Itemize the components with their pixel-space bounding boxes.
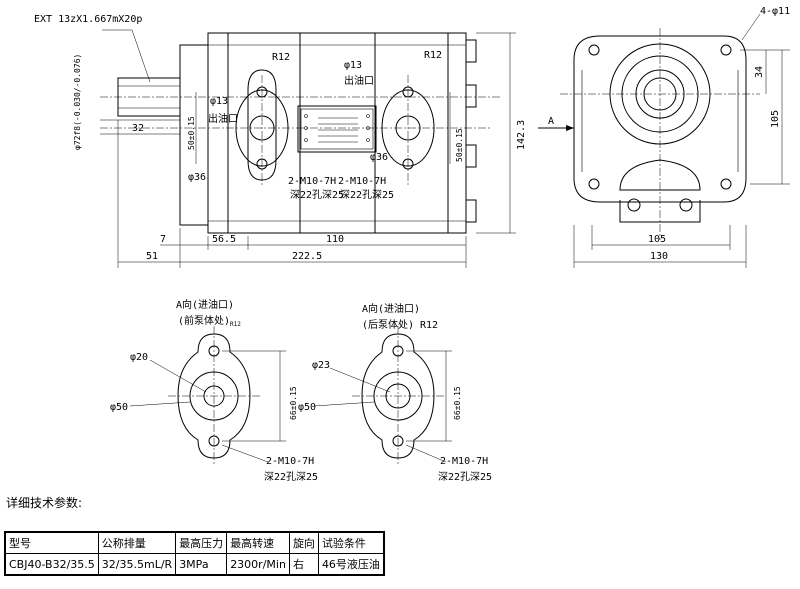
a-view-right-r12: R12	[420, 320, 438, 331]
outlet-right-label: 出油口	[344, 74, 374, 87]
thread-right-label: 2-M10-7H	[338, 176, 386, 187]
a-view-right-title: A向(进油口)	[362, 302, 420, 315]
phi13-left-label: φ13	[210, 96, 228, 107]
a-view-right-depth: 深22孔深25	[438, 471, 492, 483]
dim-105v-label: 105	[770, 110, 781, 128]
dim-51-label: 51	[146, 251, 158, 262]
section-heading: 详细技术参数:	[6, 496, 83, 510]
table-header-cell: 最高转速	[226, 531, 290, 554]
table-cell: CBJ40-B32/35.5	[4, 553, 99, 576]
dim-105h-label: 105	[648, 234, 666, 245]
a-view-left-subtitle: (前泵体处)	[178, 314, 230, 327]
dim-34-label: 34	[754, 66, 765, 78]
dim-56-label: 56.5	[212, 234, 236, 245]
pump-end-view	[538, 13, 790, 268]
technical-drawing: EXT 13zX1.667mX20p φ72f8(-0.030/-0.076) …	[34, 6, 790, 483]
depth-right-label: 深22孔深25	[340, 189, 394, 201]
a-view-front-port	[129, 326, 286, 466]
table-header-cell: 公称排量	[97, 531, 177, 554]
thread-left-label: 2-M10-7H	[288, 176, 336, 187]
table-cell: 右	[288, 553, 319, 576]
dim-7-label: 7	[160, 234, 166, 245]
depth-left-label: 深22孔深25	[290, 189, 344, 201]
r12-right-label: R12	[424, 50, 442, 61]
table-cell: 46号液压油	[317, 553, 385, 576]
a-view-left-r12: R12	[230, 321, 241, 328]
table-header-row: 型号 公称排量 最高压力 最高转速 旋向 试验条件	[4, 531, 385, 554]
a-view-right-phi23: φ23	[312, 360, 330, 371]
four-holes-label: 4-φ11	[760, 6, 790, 17]
a-view-right-phi50: φ50	[298, 402, 316, 413]
phi36-right-label: φ36	[370, 152, 388, 163]
table-header-cell: 型号	[4, 531, 99, 554]
a-view-left-depth: 深22孔深25	[264, 471, 318, 483]
table-cell: 2300r/Min	[226, 553, 290, 576]
a-view-right-thread: 2-M10-7H	[440, 456, 488, 467]
a-view-right-subtitle: (后泵体处)	[362, 319, 414, 331]
a-view-right-66: 66±0.15	[453, 386, 462, 420]
spec-table: 型号 公称排量 最高压力 最高转速 旋向 试验条件 CBJ40-B32/35.5…	[4, 531, 385, 576]
table-header-cell: 试验条件	[317, 531, 385, 554]
phi13-right-label: φ13	[344, 60, 362, 71]
a-view-left-thread: 2-M10-7H	[266, 456, 314, 467]
dim-50-right-label: 50±0.15	[455, 128, 464, 162]
a-view-left-66: 66±0.15	[289, 386, 298, 420]
view-arrow-a-label: A	[548, 116, 554, 127]
r12-left-label: R12	[272, 52, 290, 63]
a-view-left-phi50: φ50	[110, 402, 128, 413]
table-cell: 3MPa	[175, 553, 228, 576]
table-cell: 32/35.5mL/R	[97, 553, 177, 576]
dim-50-left-label: 50±0.15	[187, 116, 196, 150]
dim-222-label: 222.5	[292, 251, 322, 262]
a-view-rear-port	[313, 326, 452, 466]
a-view-left-phi20: φ20	[130, 352, 148, 363]
spline-label: EXT 13zX1.667mX20p	[34, 14, 142, 25]
table-row: CBJ40-B32/35.5 32/35.5mL/R 3MPa 2300r/Mi…	[4, 553, 385, 576]
phi36-left-label: φ36	[188, 172, 206, 183]
dim-142-label: 142.3	[516, 120, 527, 150]
dim-110-label: 110	[326, 234, 344, 245]
table-header-cell: 旋向	[288, 531, 319, 554]
a-view-left-title: A向(进油口)	[176, 298, 234, 311]
shaft-length-label: 32	[132, 123, 144, 134]
pump-side-view	[100, 29, 516, 268]
outlet-left-label: 出油口	[208, 112, 238, 125]
table-header-cell: 最高压力	[175, 531, 228, 554]
dim-130-label: 130	[650, 251, 668, 262]
shaft-diameter-label: φ72f8(-0.030/-0.076)	[73, 54, 82, 150]
